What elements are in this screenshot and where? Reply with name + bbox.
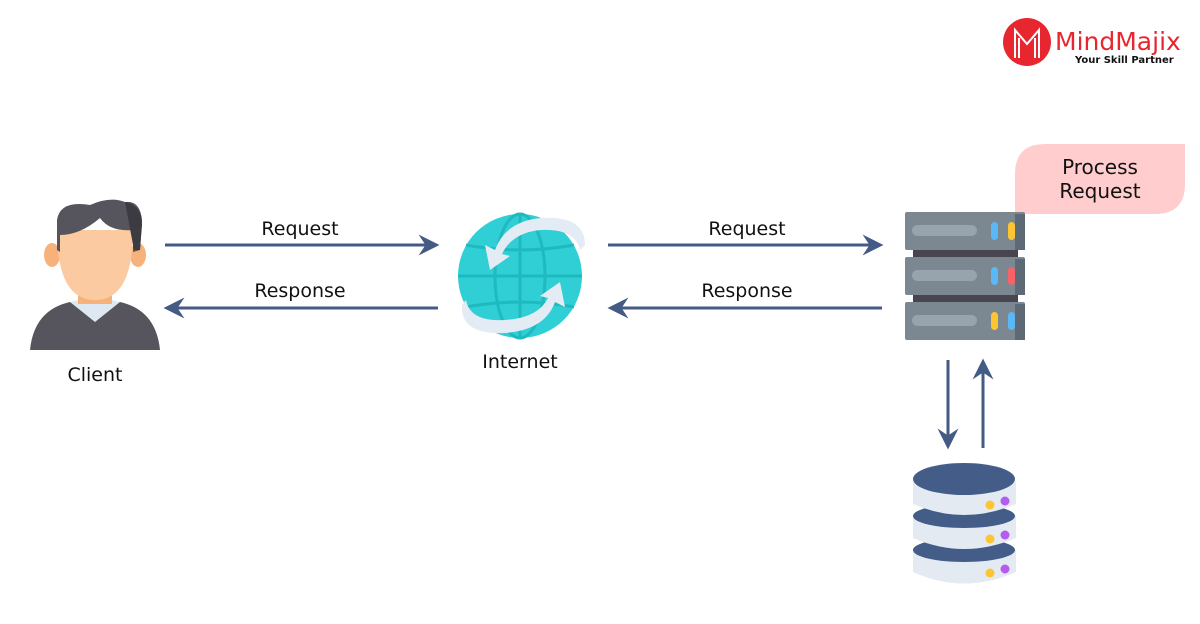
internet-label: Internet [482,351,557,373]
response-label-1: Response [254,280,345,302]
logo-tagline: Your Skill Partner [1074,55,1174,66]
request-label-2: Request [708,218,785,240]
response-label-2: Response [701,280,792,302]
mindmajix-logo: MindMajix Your Skill Partner [1003,18,1181,66]
internet-globe-icon [458,212,585,340]
request-note-label: Request [1059,179,1140,203]
database-icon [913,463,1016,584]
server-rack-icon [905,212,1025,340]
process-label: Process [1062,155,1138,179]
logo-name: MindMajix [1055,27,1181,56]
client-person-icon [30,199,160,350]
request-label-1: Request [261,218,338,240]
client-label: Client [67,364,122,386]
process-request-bubble: Process Request [1015,144,1185,214]
